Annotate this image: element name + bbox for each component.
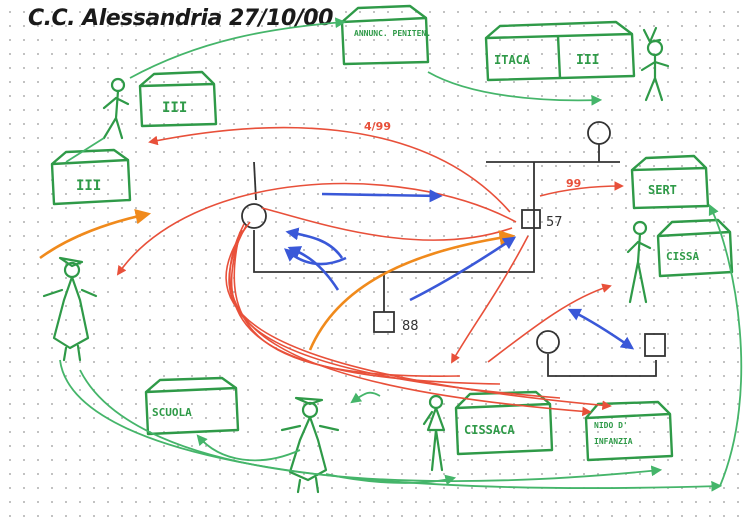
scuola-label: SCUOLA: [152, 406, 192, 419]
itaca-label: ITACA: [494, 53, 531, 67]
age-57-label: 57: [546, 215, 563, 230]
person-top-right: [642, 28, 668, 100]
graduate-figure-bottom: [282, 398, 338, 492]
person-top-left: [104, 79, 128, 138]
graduate-figure-left: [44, 258, 96, 360]
iii-top-label: III: [576, 53, 599, 68]
red-label-4-99: 4/99: [364, 120, 391, 133]
cissa-right-label: CISSA: [666, 250, 699, 263]
sert-label: SERT: [648, 183, 677, 197]
iii-building-mid: III: [140, 72, 216, 126]
person-right: [628, 222, 650, 302]
scuola-building: SCUOLA: [146, 378, 238, 434]
woman-figure-bottom: [424, 396, 444, 470]
nido-label-line2: INFANZIA: [594, 437, 633, 446]
iii-building-left: III: [52, 150, 130, 204]
age-88-label: 88: [402, 319, 419, 334]
red-curves: 4/99 99: [118, 120, 622, 412]
nido-label-line1: NIDO D': [594, 421, 628, 430]
annunc-penitent-building: ANNUNC. PENITEN.: [342, 6, 431, 64]
itaca-building: ITACA III: [486, 22, 634, 80]
iii-left-label: III: [76, 178, 101, 194]
cissaca-label: CISSACA: [464, 423, 515, 437]
cissa-building-right: CISSA: [658, 220, 732, 276]
red-label-99: 99: [566, 177, 581, 190]
sert-building: SERT: [632, 156, 708, 208]
annunc-label: ANNUNC. PENITEN.: [354, 29, 431, 38]
cissaca-building: CISSACA: [456, 392, 552, 454]
iii-mid-label: III: [162, 100, 187, 116]
nido-building: NIDO D' INFANZIA: [586, 402, 672, 460]
blue-arrows: [286, 194, 632, 348]
